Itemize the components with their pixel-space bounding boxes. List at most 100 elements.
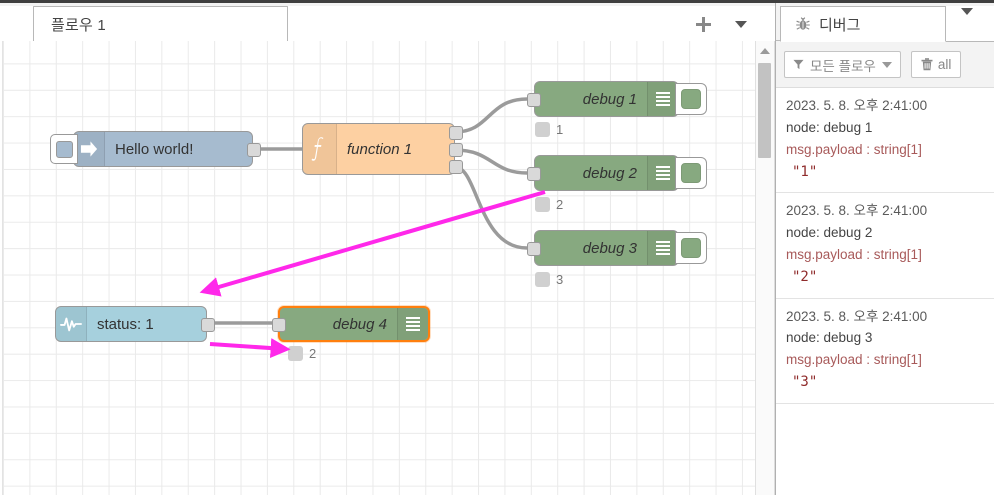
debug-3-toggle-button-inner [681,238,701,258]
debug-message-node: node: debug 3 [786,330,873,346]
function-output-port-1[interactable] [449,126,463,140]
debug-1-status-label: 1 [556,122,564,137]
trash-icon [921,58,933,71]
node-debug-1[interactable]: debug 1 [527,81,707,117]
debug-3-status-label: 3 [556,272,564,287]
debug-2-toggle-button[interactable] [675,157,707,189]
node-debug-2[interactable]: debug 2 [527,155,707,191]
canvas-vertical-scrollbar[interactable] [755,41,774,495]
debug-lines-icon [647,231,678,265]
debug-2-toggle-button-inner [681,163,701,183]
node-debug-2-status: 2 [535,197,563,212]
debug-filter-label: 모든 플로우 [810,58,876,74]
debug-message-row[interactable]: 2023. 5. 8. 오후 2:41:00 node: debug 2 msg… [776,193,994,299]
debug-3-status-dot [535,272,550,287]
debug-message-value: "2" [792,268,818,285]
debug-1-toggle-button-inner [681,89,701,109]
debug-message-list[interactable]: 2023. 5. 8. 오후 2:41:00 node: debug 1 msg… [776,87,994,495]
node-debug-1-status: 1 [535,122,563,137]
debug-3-toggle-button[interactable] [675,232,707,264]
funnel-icon [793,59,804,70]
debug-lines-icon-glyph [406,317,420,331]
debug-message-node: node: debug 1 [786,119,873,135]
node-debug-4[interactable]: debug 4 [272,306,430,342]
inject-output-port[interactable] [247,143,261,157]
debug-lines-icon [397,308,428,340]
debug-4-status-label: 2 [309,346,317,361]
sidebar-menu-button[interactable] [961,8,973,33]
debug-message-timestamp: 2023. 5. 8. 오후 2:41:00 [786,98,928,113]
debug-4-status-dot [288,346,303,361]
debug-1-toggle-button[interactable] [675,83,707,115]
flow-workspace: 플로우 1 [0,3,775,495]
tab-debug-label: 디버그 [819,16,861,34]
flow-canvas-grid[interactable]: Hello world! function 1 [0,41,760,495]
debug-2-status-dot [535,197,550,212]
inject-trigger-button[interactable] [50,134,78,164]
debug-sidebar: 디버그 모든 플로우 [775,3,994,495]
node-debug-4-label: debug 4 [332,315,387,333]
flow-canvas-viewport[interactable]: Hello world! function 1 [0,41,775,495]
node-inject-hello-world[interactable]: Hello world! [50,131,261,167]
debug-message-topic: msg.payload : string[1] [786,352,922,368]
debug-message-row[interactable]: 2023. 5. 8. 오후 2:41:00 node: debug 1 msg… [776,88,994,194]
debug-message-node: node: debug 2 [786,225,873,241]
node-debug-2-label: debug 2 [582,164,637,182]
tab-bar-left-filler [0,6,33,42]
debug-lines-icon-glyph [656,241,670,255]
sidebar-tab-filler [946,6,994,42]
function-fx-icon [303,124,337,174]
top-header-bar [0,0,994,3]
debug-1-input-port[interactable] [527,93,541,107]
debug-message-topic: msg.payload : string[1] [786,141,922,157]
pulse-icon [56,307,87,341]
debug-message-value: "3" [792,374,818,391]
plus-icon [695,16,711,32]
tab-bar-right-filler [288,6,775,42]
status-output-port[interactable] [201,318,215,332]
inject-arrow-icon [74,132,105,166]
node-debug-1-label: debug 1 [582,90,637,108]
debug-3-input-port[interactable] [527,242,541,256]
debug-1-status-dot [535,122,550,137]
tab-flow-1-label: 플로우 1 [51,16,106,34]
debug-4-input-port[interactable] [272,318,286,332]
node-function-1[interactable]: function 1 [302,123,463,175]
debug-message-timestamp: 2023. 5. 8. 오후 2:41:00 [786,308,928,324]
debug-message-row[interactable]: 2023. 5. 8. 오후 2:41:00 node: debug 3 msg… [776,299,994,404]
chevron-down-icon [881,61,892,68]
debug-2-input-port[interactable] [527,167,541,181]
add-flow-button[interactable] [690,12,716,36]
flow-menu-button[interactable] [728,12,754,36]
function-output-port-2[interactable] [449,143,463,157]
node-debug-4-status: 2 [288,346,316,361]
pulse-icon-glyph [60,317,82,332]
debug-toolbar: 모든 플로우 all [776,42,994,87]
debug-filter-button[interactable]: 모든 플로우 [784,51,901,78]
inject-trigger-button-inner [55,140,73,158]
chevron-down-icon [735,20,747,28]
debug-2-status-label: 2 [556,197,564,212]
node-inject-label: Hello world! [115,140,194,158]
canvas-left-margin [0,41,3,495]
function-output-port-3[interactable] [449,160,463,174]
node-function-label: function 1 [347,140,413,158]
tab-debug[interactable]: 디버그 [780,6,946,42]
function-fx-icon-glyph [311,137,324,161]
node-status-label: status: 1 [97,315,154,333]
node-debug-3-label: debug 3 [582,239,637,257]
chevron-down-icon [961,8,973,32]
debug-message-value: "1" [792,163,818,180]
debug-lines-icon-glyph [656,92,670,106]
node-debug-3[interactable]: debug 3 [527,230,707,266]
tab-flow-1[interactable]: 플로우 1 [33,6,288,42]
node-status-1[interactable]: status: 1 [55,306,215,342]
debug-clear-all-button[interactable]: all [910,51,962,78]
debug-clear-all-label: all [937,57,952,72]
inject-arrow-icon-glyph [80,141,97,157]
scrollbar-thumb[interactable] [758,63,771,158]
node-debug-3-status: 3 [535,272,563,287]
scroll-up-arrow-icon[interactable] [760,48,770,54]
debug-message-timestamp: 2023. 5. 8. 오후 2:41:00 [786,203,928,219]
